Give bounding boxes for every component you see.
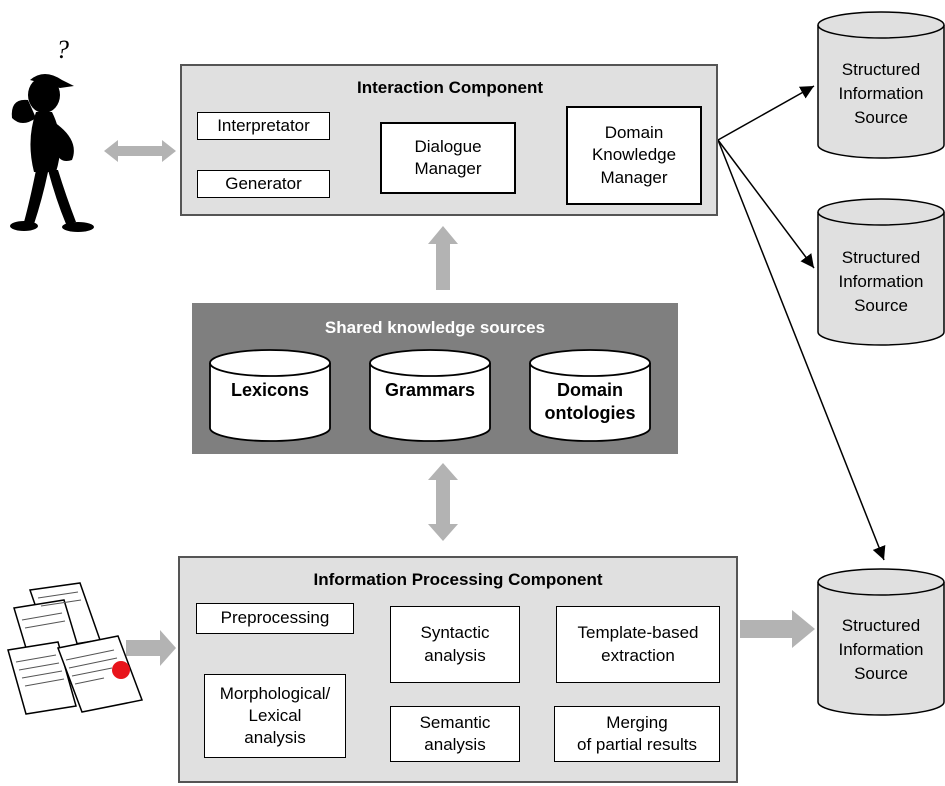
interaction-to-source1-arrow — [717, 85, 815, 141]
source-cylinder-3 — [817, 582, 945, 716]
source-cylinders — [817, 11, 945, 716]
lexicons-label: Lexicons — [230, 380, 310, 400]
grammars-label: Grammars — [384, 380, 476, 400]
interaction-component-title: Interaction Component — [356, 78, 544, 97]
source2-line1: Structured — [841, 248, 921, 267]
source3-label: Structured Information Source — [818, 614, 944, 685]
source2-line2: Information — [838, 271, 924, 291]
confused-user-icon: ? — [10, 35, 94, 232]
source1-label: Structured Information Source — [818, 58, 944, 129]
source1-line1: Structured — [841, 60, 921, 79]
dkm-line2: Knowledge — [591, 145, 677, 165]
documents-to-processing-arrow — [126, 630, 176, 666]
template-extraction-box: Template-based extraction — [556, 606, 720, 683]
dialogue-line1: Dialogue — [414, 136, 482, 156]
dialogue-manager-box: Dialogue Manager — [380, 122, 516, 194]
merging-line1: Merging — [606, 712, 668, 732]
domain-ontologies-label: Domain ontologies — [530, 379, 650, 426]
source1-line3: Source — [854, 107, 908, 127]
semantic-analysis-box: Semantic analysis — [390, 706, 520, 762]
dialogue-line2: Manager — [414, 159, 482, 178]
semantic-line1: Semantic — [419, 712, 491, 732]
dkm-line3: Manager — [600, 167, 668, 187]
shared-knowledge-title: Shared knowledge sources — [324, 318, 546, 337]
stamp-icon — [112, 661, 130, 679]
dkm-line1: Domain — [604, 123, 664, 143]
processing-component-title: Information Processing Component — [313, 570, 603, 589]
morph-line2: Lexical — [248, 705, 302, 725]
shared-to-interaction-arrow — [428, 226, 458, 290]
merging-line2: of partial results — [577, 735, 697, 754]
syntactic-line1: Syntactic — [420, 623, 490, 643]
domain-knowledge-manager-box: Domain Knowledge Manager — [566, 106, 702, 205]
processing-to-source-arrow — [740, 610, 815, 648]
morph-line3: analysis — [244, 728, 306, 748]
question-mark-icon: ? — [56, 35, 69, 64]
domain-line1: Domain — [556, 380, 623, 400]
source1-line2: Information — [838, 83, 924, 103]
merging-results-box: Merging of partial results — [554, 706, 720, 762]
syntactic-analysis-box: Syntactic analysis — [390, 606, 520, 683]
generator-box: Generator — [197, 170, 330, 198]
morph-line1: Morphological/ — [219, 683, 331, 703]
interaction-to-source3-arrow — [717, 139, 886, 561]
processing-shared-double-arrow — [428, 463, 458, 541]
semantic-line2: analysis — [424, 735, 486, 754]
template-line2: extraction — [601, 645, 675, 665]
interpretator-box: Interpretator — [197, 112, 330, 140]
interaction-to-source2-arrow — [717, 139, 815, 269]
user-interaction-double-arrow — [104, 140, 176, 162]
source3-line3: Source — [854, 663, 908, 683]
syntactic-line2: analysis — [424, 645, 486, 665]
source3-line1: Structured — [841, 616, 921, 635]
morphological-lexical-box: Morphological/ Lexical analysis — [204, 674, 346, 758]
gray-arrows — [104, 140, 815, 666]
source3-line2: Information — [838, 639, 924, 659]
template-line1: Template-based — [577, 623, 699, 643]
preprocessing-box: Preprocessing — [196, 603, 354, 634]
source2-label: Structured Information Source — [818, 246, 944, 317]
source2-line3: Source — [854, 295, 908, 315]
source-cylinder-2 — [817, 212, 945, 346]
domain-line2: ontologies — [544, 403, 636, 424]
source-cylinder-1 — [817, 25, 945, 159]
documents-icon — [7, 582, 144, 715]
